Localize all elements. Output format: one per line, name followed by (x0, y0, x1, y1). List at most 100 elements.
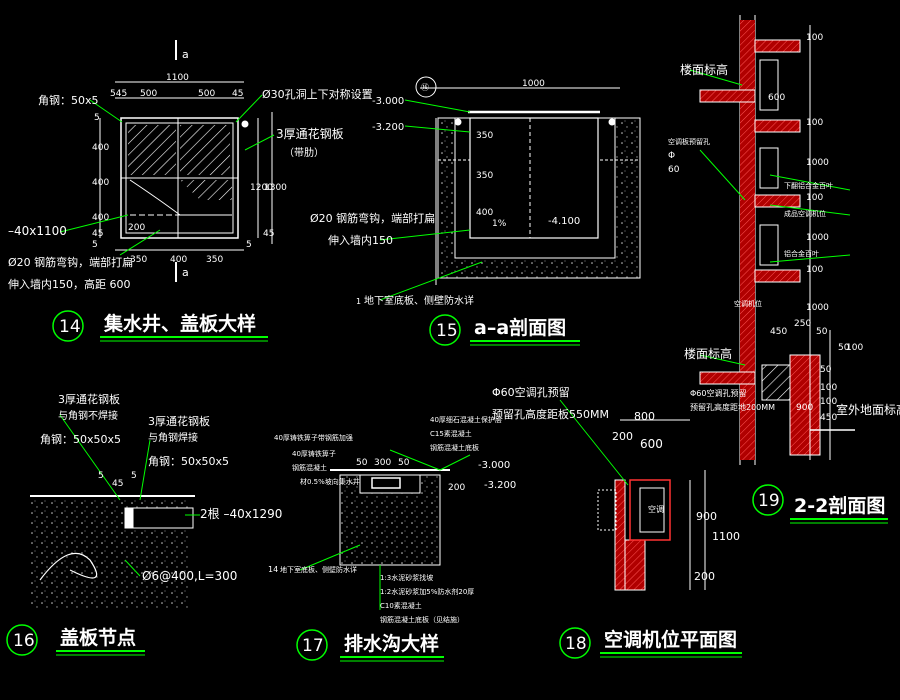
detail-14-cover-plate (59, 40, 275, 282)
detail-15-labels: 1000 350 350 400 1% -3.000 -3.200 -4.100… (310, 79, 580, 307)
dim-text: 1000 (806, 233, 829, 243)
dim-text: 5 (92, 240, 98, 250)
section-mark-top: a (182, 48, 189, 61)
dim-text: 900 (796, 403, 813, 413)
dim-text: 50 (356, 458, 368, 468)
callout-mark: ⑯ (421, 83, 429, 92)
note: 室外地面标高 (836, 402, 900, 417)
detail-18-ac-unit-plan (559, 399, 706, 591)
detail-title-15: a–a剖面图 (474, 316, 566, 339)
note: 地下室底板、侧壁防水详 (364, 294, 474, 307)
dim-text: 100 (806, 265, 823, 275)
note: Ø6@400,L=300 (142, 569, 237, 583)
dim-text: 400 (92, 143, 109, 153)
note: 楼面标高 (684, 346, 732, 361)
note: 成品空调机位 (784, 209, 826, 218)
detail-title-14: 集水井、盖板大样 (103, 312, 256, 335)
note: 1:2水泥砂浆加5%防水剂20厚 (380, 587, 474, 596)
dim-text: 50 (820, 365, 832, 375)
note: 3厚通花钢板 (58, 392, 120, 406)
note: 2根 –40x1290 (200, 507, 282, 521)
dim-text: 300 (374, 458, 391, 468)
dim-text: 800 (634, 410, 655, 423)
dim-text: 100 (846, 343, 863, 353)
dim-text: 350 (476, 171, 493, 181)
dim-text: 600 (640, 437, 663, 451)
note: 角钢：50x5 (38, 94, 99, 107)
dim-text: 450 (770, 327, 787, 337)
detail-19-section-2-2 (689, 15, 855, 465)
dim-text: 1000 (806, 158, 829, 168)
dim-text: 600 (768, 93, 785, 103)
note: C15素混凝土 (430, 429, 472, 438)
note: Ø20 钢筋弯钩，端部打扁 (310, 211, 435, 225)
dim-text: 350 (206, 255, 223, 265)
detail-16-labels: 3厚通花钢板 与角钢不焊接 角钢：50x50x5 3厚通花钢板 与角钢焊接 角钢… (40, 392, 282, 583)
note: 1:3水泥砂浆找坡 (380, 573, 433, 582)
note: Φ (668, 151, 675, 161)
dim-text: 5 (131, 471, 137, 481)
detail-title-19: 2-2剖面图 (794, 494, 885, 517)
detail-title-17: 排水沟大样 (344, 632, 439, 655)
dim-text: 900 (696, 510, 717, 523)
detail-number-15: 15 (436, 321, 458, 341)
level-text: -3.200 (484, 480, 516, 491)
title-block-19: 19 2-2剖面图 (752, 484, 888, 524)
section-mark-bottom: a (182, 266, 189, 279)
dim-text: 400 (170, 255, 187, 265)
dim-text: 1100 (712, 530, 740, 543)
detail-14-labels: a a 1100 545 500 500 45 5 400 400 400 45… (8, 48, 373, 291)
note: 材0.5%坡向集水井 (300, 477, 360, 486)
detail-18-labels: Φ60空调孔预留 预留孔高度距板550MM 空调 800 200 600 900… (492, 385, 740, 583)
dim-text: 45 (112, 479, 123, 489)
note: C10素混凝土 (380, 601, 422, 610)
note: Ø30孔洞上下对称设置 (262, 87, 373, 101)
dim-text: 1000 (806, 303, 829, 313)
dim-text: 350 (476, 131, 493, 141)
note: 角钢：50x50x5 (148, 455, 229, 468)
dim-text: 200 (128, 223, 145, 233)
dim-text: 250 (794, 319, 811, 329)
dim-text: 1300 (264, 183, 287, 193)
note: 地下室底板、侧壁防水详 (280, 565, 357, 574)
level-text: -3.200 (372, 122, 404, 133)
note: 3厚通花钢板 (276, 126, 344, 141)
title-block-16: 16 盖板节点 (6, 624, 145, 656)
title-block-15: 15 a–a剖面图 (429, 314, 580, 346)
dim-text: 45 (263, 229, 274, 239)
note: 60 (668, 165, 680, 175)
note: 钢筋混凝土 (292, 463, 327, 472)
note: （带肋） (284, 146, 324, 159)
title-block-14: 14 集水井、盖板大样 (52, 310, 268, 342)
dim-text: 50 (838, 343, 850, 353)
note: 40厚铸铁箅子 (292, 449, 336, 458)
note: Ø20 钢筋弯钩，端部打扁 (8, 255, 133, 269)
note: 铝合金百叶 (784, 249, 819, 258)
dim-text: 350 (130, 255, 147, 265)
detail-number-17: 17 (302, 636, 324, 656)
detail-number-16: 16 (13, 631, 35, 651)
note: 预留孔高度距板550MM (492, 407, 609, 421)
dim-text: 200 (612, 430, 633, 443)
note: 空调机位 (734, 299, 762, 308)
note: 与角钢焊接 (148, 431, 198, 444)
dim-text: 1100 (166, 73, 189, 83)
detail-15-section-a-a (379, 76, 641, 301)
note: 楼面标高 (680, 62, 728, 77)
note: 40厚细石混凝土保护层 (430, 415, 502, 424)
note: Φ60空调孔预留 (492, 385, 570, 399)
level-text: -3.000 (372, 96, 404, 107)
dim-text: 100 (806, 193, 823, 203)
dim-text: 1% (492, 219, 507, 229)
note: 预留孔高度距地200MM (690, 402, 775, 412)
dim-text: 400 (92, 178, 109, 188)
dim-text: 45 (232, 89, 243, 99)
dim-text: 50 (816, 327, 828, 337)
level-text: -3.000 (478, 460, 510, 471)
callout-mark: 1 (356, 297, 361, 306)
detail-title-18: 空调机位平面图 (604, 628, 737, 651)
dim-text: 100 (806, 118, 823, 128)
note: 钢筋混凝土底板（见结施） (380, 615, 464, 624)
dim-text: 45 (92, 229, 103, 239)
note: 与角钢不焊接 (58, 409, 118, 422)
